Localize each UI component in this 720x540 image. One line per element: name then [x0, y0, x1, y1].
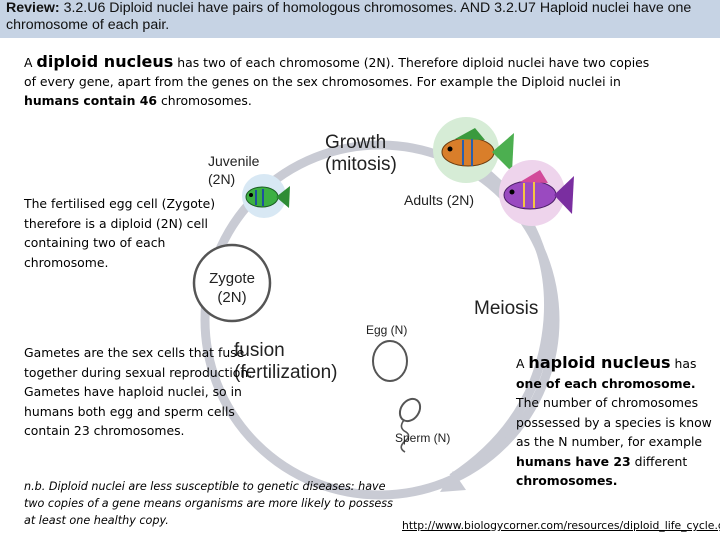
haploid-prefix: A [516, 356, 529, 371]
zygote-cell [192, 243, 272, 323]
egg-label: Egg (N) [366, 323, 407, 337]
sperm-cell-icon [398, 397, 422, 453]
growth-label: Growth [325, 132, 386, 153]
egg-cell [372, 340, 408, 382]
adult-fish-green-icon [433, 117, 514, 183]
header-banner: Review: 3.2.U6 Diploid nuclei have pairs… [0, 0, 720, 38]
haploid-text-3: different [630, 453, 688, 469]
review-heading: Review: 3.2.U6 Diploid nuclei have pairs… [6, 0, 718, 34]
review-label: Review: [6, 0, 60, 16]
haploid-bold-2: humans have 23 [516, 453, 631, 469]
adults-label: Adults (2N) [404, 192, 474, 208]
meiosis-label: Meiosis [474, 298, 538, 319]
haploid-text-2: The number of chromosomes possessed by a… [516, 395, 712, 449]
source-link[interactable]: http://www.biologycorner.com/resources/d… [402, 519, 720, 532]
haploid-term: haploid nucleus [528, 353, 671, 372]
zygote-ploidy: (2N) [217, 289, 246, 306]
adult-fish-purple-icon [499, 160, 574, 226]
fertilization-label: (fertilization) [234, 362, 337, 383]
cycle-ring-outer [200, 140, 560, 500]
diploid-definition: A diploid nucleus has two of each chromo… [24, 52, 664, 110]
intro-text-2: chromosomes. [157, 93, 252, 108]
juvenile-label: Juvenile [208, 153, 260, 169]
haploid-definition: A haploid nucleus has one of each chromo… [516, 353, 716, 491]
intro-bold: humans contain 46 [24, 93, 158, 108]
zygote-note: The fertilised egg cell (Zygote) therefo… [24, 196, 216, 270]
sperm-label: Sperm (N) [395, 431, 450, 445]
haploid-text-1: has [670, 356, 697, 371]
intro-text-1: has two of each chromosome (2N). Therefo… [24, 55, 650, 89]
review-text: 3.2.U6 Diploid nuclei have pairs of homo… [6, 0, 692, 33]
intro-prefix: A [24, 55, 37, 70]
diploid-term: diploid nucleus [36, 52, 174, 71]
mitosis-label: (mitosis) [325, 154, 397, 175]
haploid-bold-3: chromosomes. [516, 473, 618, 488]
arrowhead-meiosis [440, 471, 466, 492]
haploid-bold-1: one of each chromosome. [516, 375, 696, 391]
zygote-label: Zygote [209, 270, 255, 287]
fusion-label: fusion [234, 340, 285, 361]
gametes-note: Gametes are the sex cells that fuse toge… [24, 345, 253, 438]
juvenile-ploidy: (2N) [208, 171, 235, 187]
juvenile-fish-icon [242, 174, 290, 218]
nb-note: n.b. Diploid nuclei are less susceptible… [24, 480, 393, 527]
